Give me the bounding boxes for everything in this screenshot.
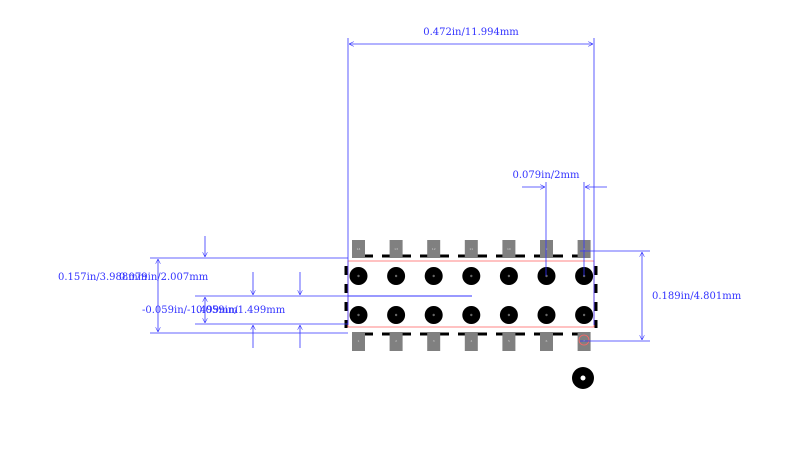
smd-pad-bottom (502, 332, 516, 351)
smd-pad-top (352, 240, 365, 258)
dim-left-upper (150, 236, 348, 334)
pad-label-bottom: 3 (433, 339, 435, 343)
dim-pitch-label: 0.079in/2mm (513, 170, 580, 181)
hole-center (545, 313, 548, 317)
pad-label-top: 11 (469, 247, 473, 251)
pad-label-top: 10 (507, 247, 511, 251)
smd-pad-bottom (427, 332, 441, 351)
dim-left-lower-label-a: -0.059in/-1.499mm (142, 305, 239, 316)
pad-label-top: 13 (394, 247, 398, 251)
hole-center (394, 313, 398, 317)
hole-center (582, 313, 586, 317)
dim-left-upper-label-a: 0.157in/3.988mm (58, 272, 148, 283)
through-holes (349, 267, 594, 324)
dim-left-lower-label-b: 0.059in/1.499mm (196, 305, 286, 316)
pad-label-top: 14 (357, 247, 361, 251)
pin1-ring (578, 334, 590, 346)
hole-center (432, 313, 435, 317)
hole-center (507, 313, 511, 317)
smd-pad-top (464, 240, 478, 258)
dim-overall-width-label: 0.472in/11.994mm (423, 27, 519, 38)
hole-center (357, 313, 360, 317)
smd-pad-top (389, 240, 403, 258)
dim-overall-width (347, 38, 595, 325)
smd-pad-bottom (389, 332, 403, 351)
hole-center (507, 274, 511, 278)
pad-label-top: 9 (546, 247, 548, 251)
smd-pad-bottom (540, 332, 553, 351)
smd-pad-bottom (464, 332, 478, 351)
dim-left-upper-label-b: 0.079in/2.007mm (119, 272, 209, 283)
smd-pad-bottom (352, 332, 365, 351)
hole-center (432, 274, 435, 278)
dim-left-lower (195, 272, 348, 348)
dim-pitch (522, 182, 607, 276)
dim-overall-height (580, 250, 650, 342)
polarity-dot-center-icon (580, 375, 586, 381)
dim-overall-height-label: 0.189in/4.801mm (652, 291, 742, 302)
pad-label-bottom: 1 (358, 339, 360, 343)
pad-label-top: 12 (432, 247, 436, 251)
hole-center (470, 313, 473, 317)
pad-label-bottom: 5 (508, 339, 510, 343)
pad-label-bottom: 2 (395, 339, 397, 343)
hole-center (394, 274, 398, 278)
smd-pad-top (427, 240, 441, 258)
smd-pad-top (502, 240, 516, 258)
hole-center (357, 274, 360, 278)
pad-label-bottom: 6 (546, 339, 548, 343)
hole-center (470, 274, 473, 278)
smd-pad-top (540, 240, 553, 258)
pad-label-bottom: 4 (470, 339, 472, 343)
